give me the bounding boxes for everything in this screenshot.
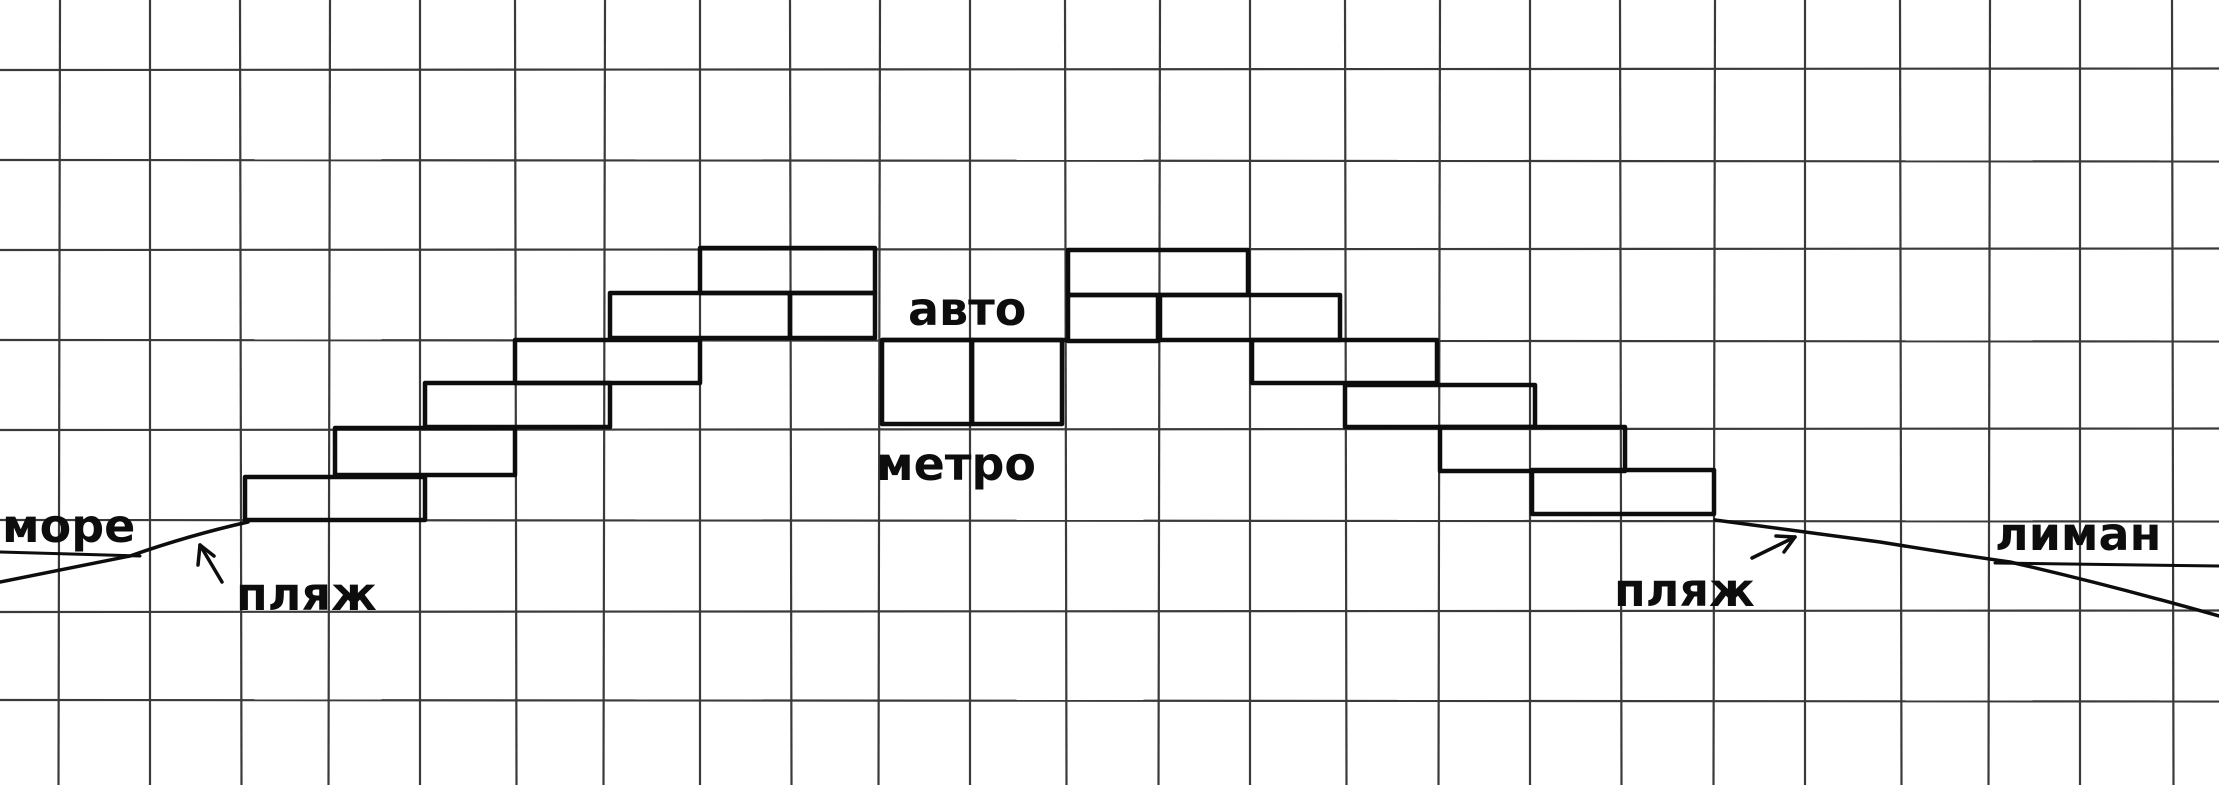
structure-block (787, 290, 878, 341)
stepped-structure (242, 245, 1717, 523)
grid-line-horizontal (0, 67, 2219, 72)
grid-line-vertical (1437, 0, 1442, 785)
grid-line-vertical (1987, 0, 1992, 785)
ground-profile (0, 518, 2219, 618)
estuary-surface-line (1993, 561, 2219, 568)
grid-line-vertical (238, 0, 243, 785)
grid-line-vertical (513, 0, 518, 785)
label-metro: метро (876, 437, 1036, 491)
structure-block (512, 337, 703, 386)
grid-line-horizontal (0, 609, 2219, 614)
grid-line-vertical (1618, 0, 1623, 785)
grid-line-vertical (57, 0, 62, 785)
structure-block (1065, 292, 1161, 344)
structure-block (879, 337, 975, 427)
structure-block (242, 474, 428, 523)
structure-block (1437, 424, 1628, 474)
structure-block (422, 380, 613, 430)
grid-line-vertical (1712, 0, 1717, 785)
label-auto: авто (908, 282, 1026, 336)
structure-block (332, 425, 518, 478)
label-estuary: лиман (1995, 507, 2161, 561)
structure-block (1065, 247, 1251, 298)
structure-block (969, 337, 1065, 427)
beach-arrow-left (196, 543, 224, 584)
grid-line-horizontal (0, 698, 2219, 703)
structure-block (1529, 467, 1717, 517)
beach-arrow-right (1750, 534, 1797, 560)
label-sea: море (2, 499, 135, 553)
label-beach-left: пляж (236, 567, 377, 621)
grid-line-horizontal (0, 158, 2219, 163)
structure-block (1249, 337, 1440, 386)
grid-line-vertical (1063, 0, 1068, 785)
grid-line-vertical (327, 0, 332, 785)
sea-surface-line (0, 550, 142, 558)
grid-line-vertical (1157, 0, 1162, 785)
right-shoreline (1713, 518, 2219, 618)
label-beach-right: пляж (1614, 563, 1755, 617)
grid-line-vertical (2170, 0, 2175, 785)
grid-line-vertical (602, 0, 607, 785)
grid-line-vertical (1898, 0, 1903, 785)
grid-line-vertical (788, 0, 793, 785)
grid-line-vertical (877, 0, 882, 785)
structure-block (697, 245, 878, 296)
